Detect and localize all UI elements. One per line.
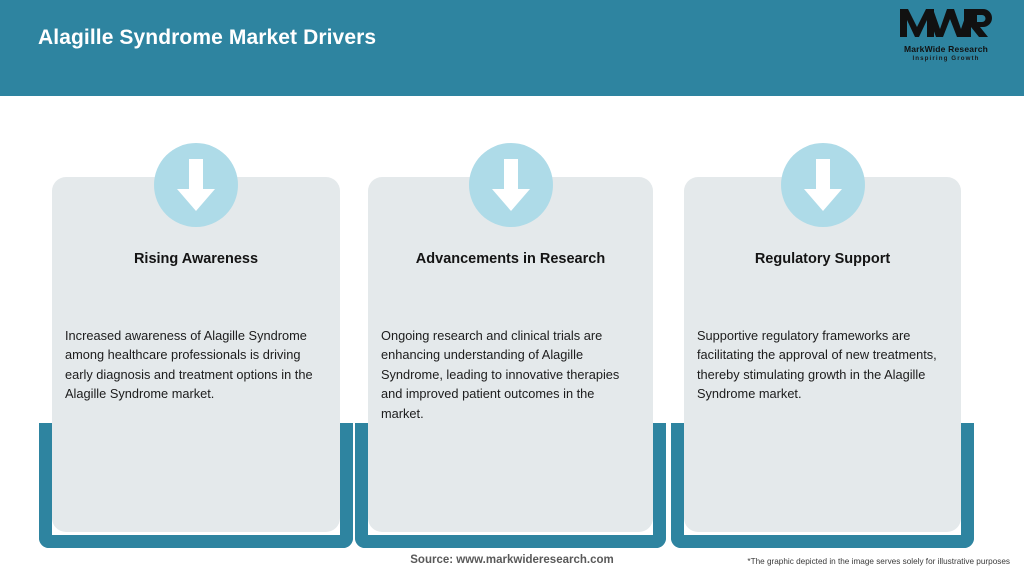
source-label: Source: www.markwideresearch.com	[410, 554, 614, 566]
card-title-2: Advancements in Research	[415, 251, 606, 267]
down-arrow-icon	[154, 143, 238, 227]
card-body-3: Supportive regulatory frameworks are fac…	[697, 328, 937, 402]
card-title-3: Regulatory Support	[754, 251, 891, 267]
down-arrow-icon	[780, 143, 865, 227]
driver-card-1: Rising Awareness Increased awareness of …	[39, 96, 353, 548]
page-title: Alagille Syndrome Market Drivers	[38, 26, 377, 49]
card-panel-1	[52, 177, 340, 532]
driver-card-3: Regulatory Support Supportive regulatory…	[671, 96, 974, 548]
card-body-1: Increased awareness of Alagille Syndrome…	[65, 328, 313, 402]
card-panel-3	[684, 177, 961, 532]
card-accent-frame-2	[355, 423, 666, 548]
card-accent-frame-3	[671, 423, 974, 548]
mwr-monogram-icon	[884, 8, 1008, 43]
driver-card-2: Advancements in Research Ongoing researc…	[355, 96, 666, 548]
page-header: Alagille Syndrome Market Drivers MarkWid…	[0, 0, 1024, 96]
card-panel-2	[368, 177, 653, 532]
brand-logo: MarkWide Research Inspiring Growth	[884, 8, 1008, 66]
down-arrow-icon	[468, 143, 553, 227]
card-body-2: Ongoing research and clinical trials are…	[381, 328, 620, 421]
card-accent-frame-1	[39, 423, 353, 548]
card-title-1: Rising Awareness	[133, 251, 259, 267]
logo-company-name: MarkWide Research	[903, 44, 989, 54]
disclaimer-note: *The graphic depicted in the image serve…	[747, 557, 1010, 566]
logo-tagline: Inspiring Growth	[912, 55, 980, 62]
drivers-card-row: Rising Awareness Increased awareness of …	[0, 96, 1024, 548]
